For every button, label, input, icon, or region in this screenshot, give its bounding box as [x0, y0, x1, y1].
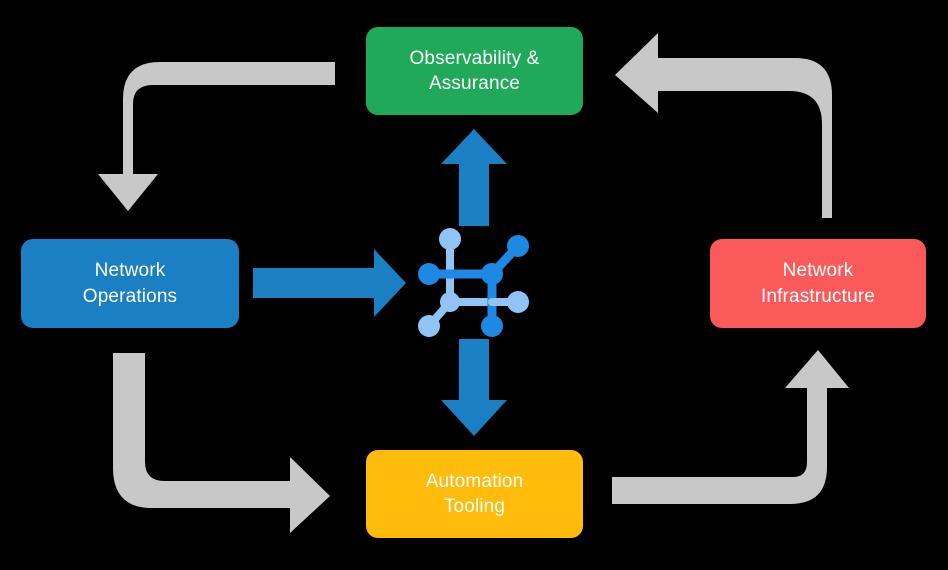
- arrow-infrastructure-to-observability: [615, 33, 832, 218]
- arrow-operations-to-center: [253, 249, 406, 317]
- node-automation-tooling[interactable]: Automation Tooling: [366, 450, 583, 538]
- arrow-automation-to-infrastructure: [612, 350, 849, 504]
- node-network-operations[interactable]: Network Operations: [21, 239, 239, 328]
- arrow-center-to-automation: [441, 339, 507, 436]
- node-label-operations: Network Operations: [82, 260, 178, 307]
- arrow-observability-to-operations: [98, 62, 335, 211]
- node-label-observability: Observability & Assurance: [409, 47, 540, 94]
- node-observability-assurance[interactable]: Observability & Assurance: [366, 27, 583, 115]
- network-mesh-icon: [418, 228, 529, 337]
- node-label-infrastructure: Network Infrastructure: [760, 260, 876, 307]
- node-label-automation: Automation Tooling: [425, 470, 524, 517]
- arrow-center-to-observability: [441, 129, 507, 226]
- node-network-infrastructure[interactable]: Network Infrastructure: [710, 239, 926, 328]
- arrow-operations-to-automation: [113, 353, 330, 533]
